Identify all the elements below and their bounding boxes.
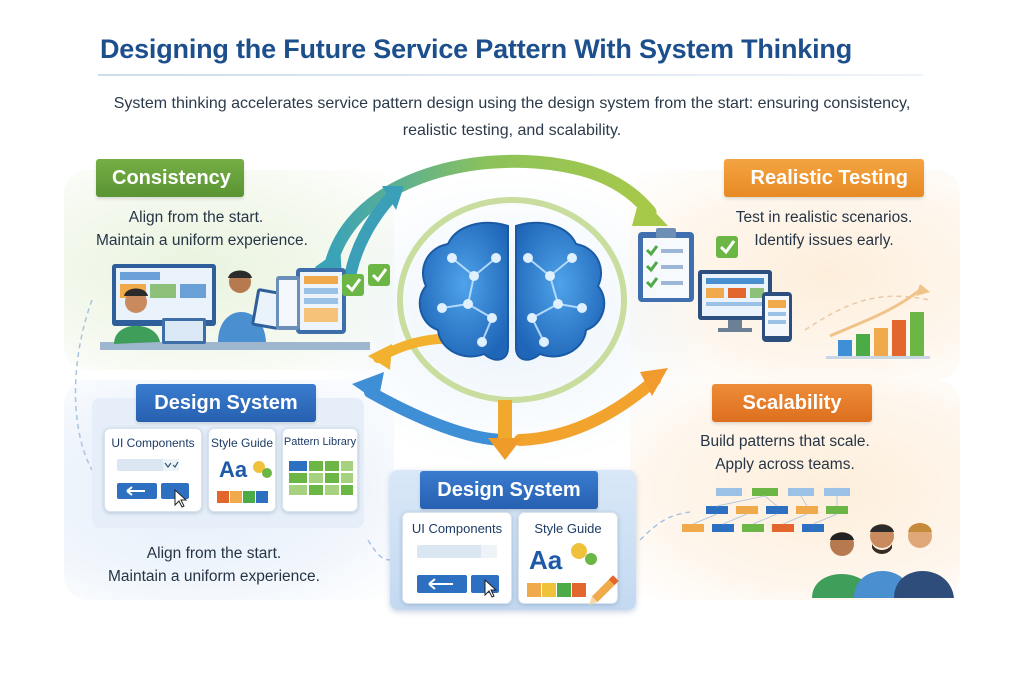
dashed-connector-left [74,299,93,471]
arrow-head-left [352,372,384,402]
center-ui-components-card: UI Components [402,512,512,604]
scalability-label: Scalability [712,384,872,422]
page-subtitle: System thinking accelerates service patt… [113,95,911,139]
ui-components-label: UI Components [111,436,195,450]
team-illustration [812,523,954,598]
arrow-head-right [640,368,668,396]
dashed-connector-top-right [804,295,931,331]
consistency-line-2: Maintain a uniform experience. [96,232,308,249]
testing-label: Realistic Testing [724,159,924,197]
style-guide-label: Style Guide [210,436,274,450]
cursor-icon [174,488,188,508]
title-divider [98,74,923,76]
style-guide-swatches [217,461,272,503]
consistency-label: Consistency [96,159,244,197]
arrow-bottom-right-arc [514,374,661,446]
dashed-connector-bottom [367,539,393,561]
design-system-center-label: Design System [420,471,598,509]
design-system-left-line-2: Maintain a uniform experience. [108,568,320,585]
pattern-flow-diagram [682,488,850,532]
check-icon [716,236,738,258]
testing-line-1: Test in realistic scenarios. [735,209,913,226]
page-title: Designing the Future Service Pattern Wit… [100,34,852,64]
brain-network-icon [418,221,606,361]
center-ui-components-label: UI Components [411,521,503,536]
arrow-head-upper-left [368,344,392,370]
center-style-guide-card: Style Guide Aa [518,512,618,604]
center-style-guide-label: Style Guide [534,521,602,536]
design-system-left-label: Design System [136,384,316,422]
pattern-library-label: Pattern Library [283,436,357,448]
design-system-left-line-1: Align from the start. [146,545,282,562]
ui-components-card: UI Components [104,428,202,512]
scalability-line-1: Build patterns that scale. [700,433,870,450]
cursor-icon [484,578,498,598]
arrow-head-down [488,438,522,460]
pencil-icon [589,575,619,605]
center-typography-sample: Aa [529,545,563,575]
pattern-library-card: Pattern Library [282,428,358,512]
consistency-line-1: Align from the start. [128,209,264,226]
center-style-guide-swatches [527,543,597,597]
clipboard-icon [638,228,694,302]
arrow-top-arc [323,154,657,275]
check-icon [342,264,390,296]
scalability-line-2: Apply across teams. [715,456,855,473]
style-guide-card: Style Guide Aa [208,428,276,512]
typography-sample: Aa [219,457,248,482]
team-collaboration-illustration [100,264,370,350]
arrow-head-left-up [382,186,404,210]
testing-line-2: Identify issues early. [754,232,894,249]
devices-illustration [698,270,792,342]
arrow-head-top-right [632,196,668,226]
bar-chart-icon [826,284,930,359]
pattern-library-grid [289,461,353,495]
